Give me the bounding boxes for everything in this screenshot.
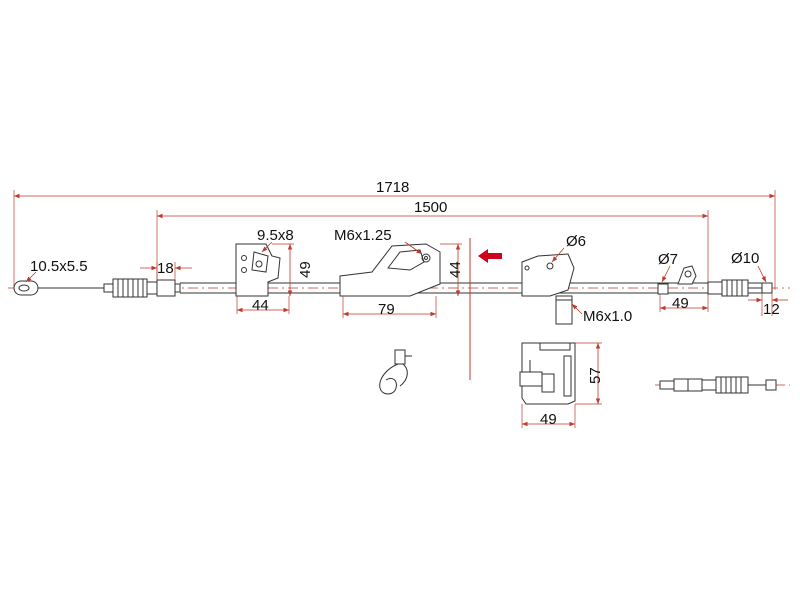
right-spring-boot: 12 Ø10 bbox=[707, 250, 788, 318]
detail-width-label: 49 bbox=[540, 411, 557, 428]
direction-arrow-icon bbox=[478, 249, 502, 263]
inner-length-label: 1500 bbox=[414, 199, 447, 216]
detail-height-label: 57 bbox=[587, 367, 604, 384]
bracket-detail-view: 57 49 bbox=[519, 342, 604, 428]
section-mark bbox=[469, 238, 502, 380]
left-spring-boot: 18 bbox=[103, 260, 192, 298]
bracket-three-thread-label: M6x1.0 bbox=[583, 308, 632, 325]
bracket-two-width-label: 79 bbox=[378, 301, 395, 318]
bracket-two: 79 44 M6x1.25 bbox=[334, 227, 464, 318]
left-eye-end: 10.5x5.5 bbox=[13, 258, 108, 296]
bracket-two-thread-label: M6x1.25 bbox=[334, 227, 392, 244]
grommet: 49 Ø7 bbox=[657, 251, 709, 312]
boot-length-label: 18 bbox=[157, 260, 174, 277]
bracket-two-height-label: 44 bbox=[447, 261, 464, 278]
bracket-three: Ø6 M6x1.0 bbox=[521, 233, 632, 325]
grommet-length-label: 49 bbox=[672, 295, 689, 312]
bracket-one-height-label: 49 bbox=[297, 261, 314, 278]
bracket-three-hole-label: Ø6 bbox=[566, 233, 586, 250]
overall-length-label: 1718 bbox=[376, 179, 409, 196]
bracket-one-width-label: 44 bbox=[252, 297, 269, 314]
end-length-label: 12 bbox=[763, 301, 780, 318]
bracket-one: 44 49 9.5x8 bbox=[235, 227, 314, 314]
eye-size-label: 10.5x5.5 bbox=[30, 258, 88, 275]
overall-length-dimension: 1718 bbox=[13, 179, 776, 290]
bracket-one-slot-label: 9.5x8 bbox=[257, 227, 294, 244]
end-dia-label: Ø10 bbox=[731, 250, 759, 267]
end-fitting-detail bbox=[655, 376, 790, 394]
clip-detail bbox=[379, 349, 412, 395]
grommet-dia-label: Ø7 bbox=[658, 251, 678, 268]
